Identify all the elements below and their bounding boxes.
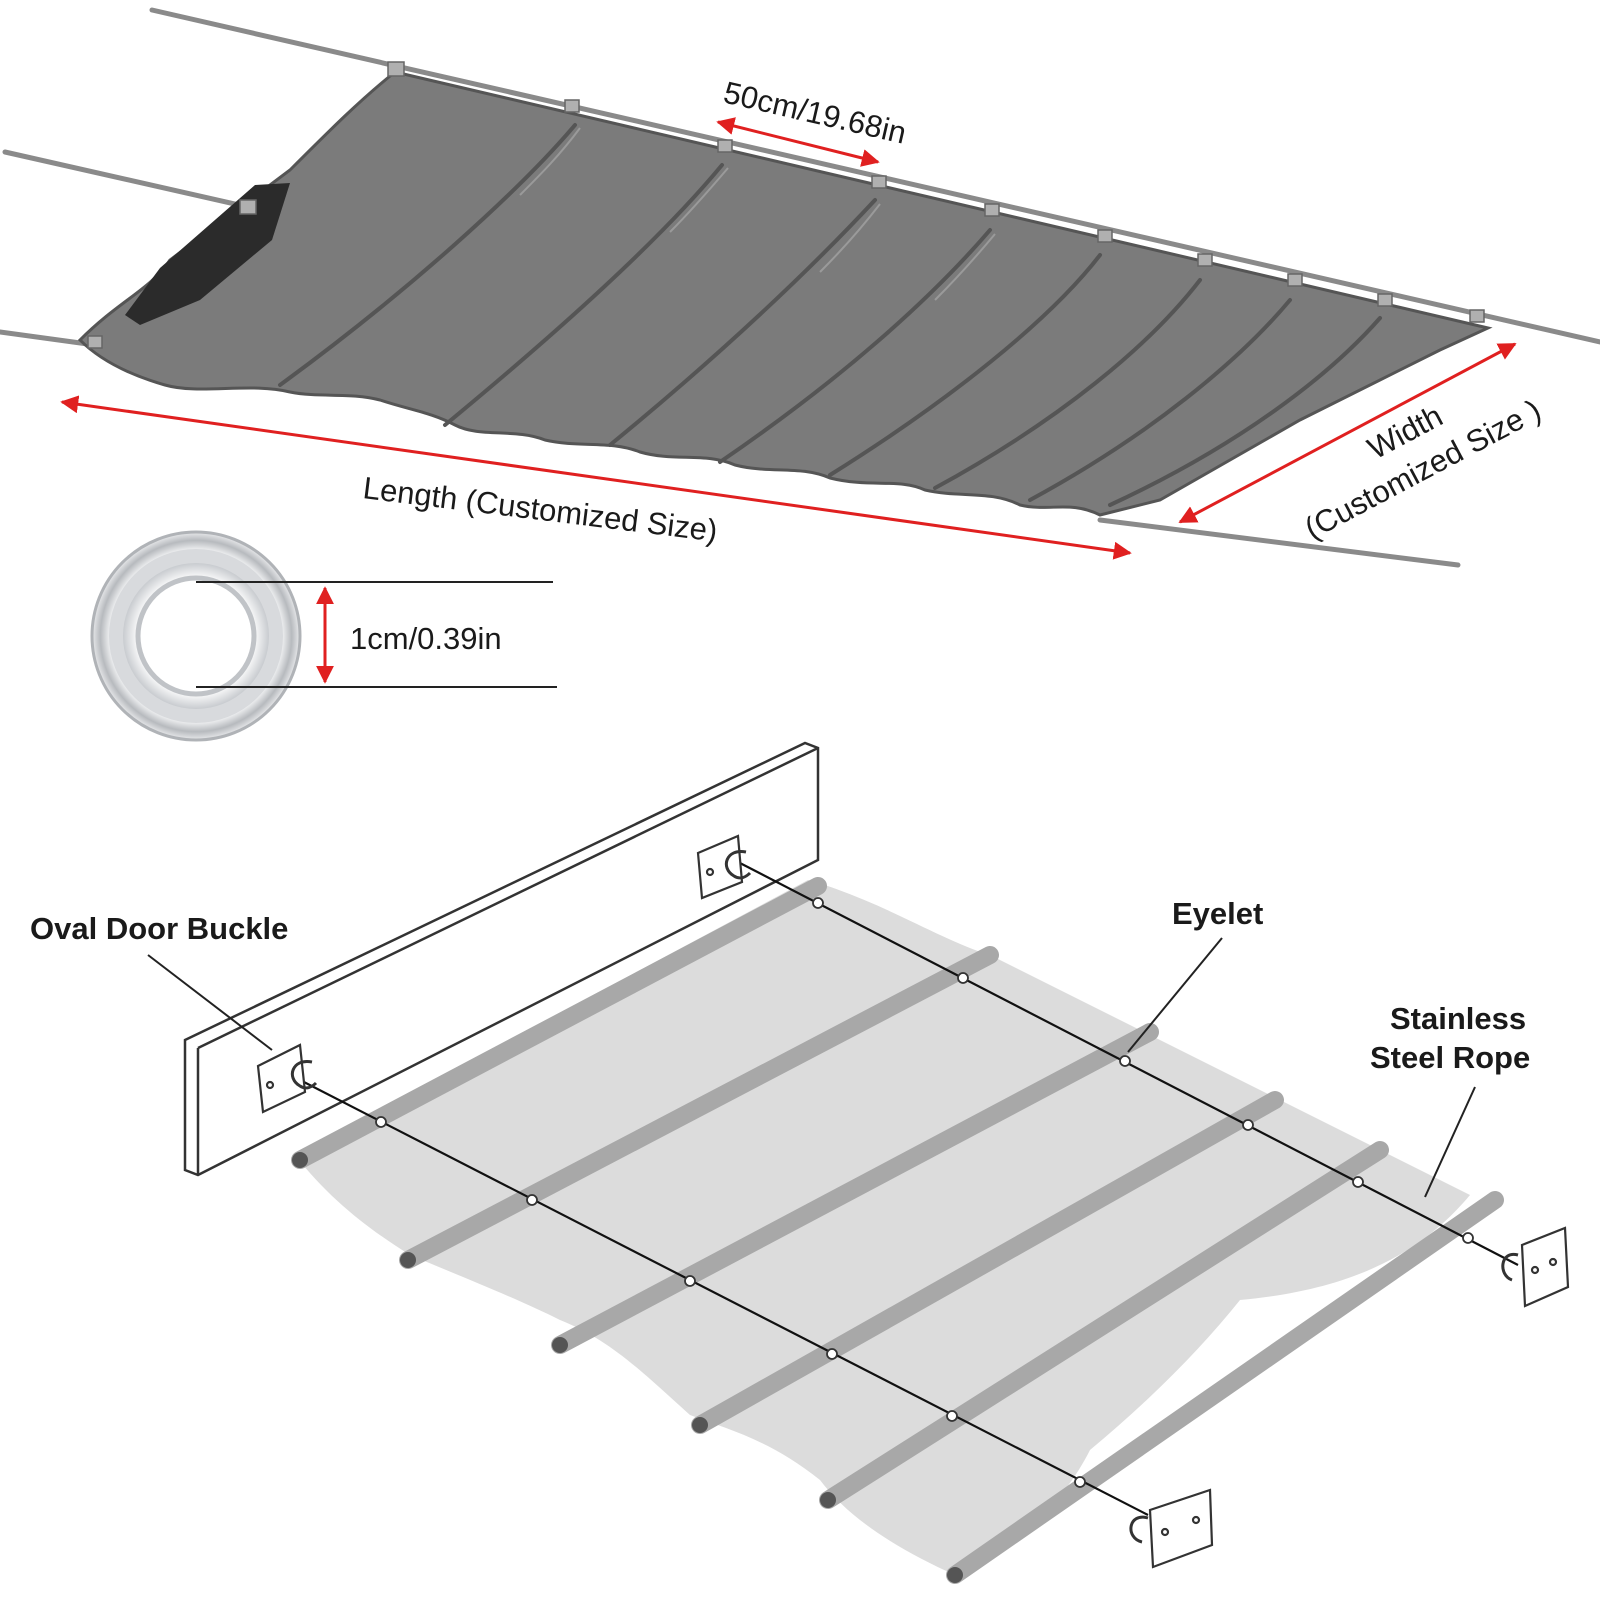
buckle-leader bbox=[147, 954, 273, 1051]
spacing-label: 50cm/19.68in bbox=[720, 75, 909, 151]
left-wire bbox=[0, 329, 98, 348]
clip bbox=[1469, 309, 1485, 323]
clip bbox=[717, 139, 733, 153]
buckle-bracket-icon bbox=[256, 834, 1570, 1569]
rope-eyelets bbox=[375, 897, 1474, 1488]
clip bbox=[239, 199, 257, 215]
spacing-arrow-icon bbox=[716, 117, 880, 167]
canopy-fold-highlights bbox=[519, 127, 996, 301]
wall-board bbox=[183, 741, 820, 1177]
clip bbox=[1097, 229, 1113, 243]
length-arrow-icon bbox=[60, 395, 1132, 560]
rope-callout-line1: Stainless bbox=[1390, 1001, 1526, 1036]
rod-ends bbox=[292, 1152, 963, 1583]
rope-callout-line2: Steel Rope bbox=[1370, 1040, 1530, 1075]
shade-fabric bbox=[295, 880, 1470, 1575]
dimension-arrows bbox=[60, 117, 1517, 684]
clip bbox=[564, 99, 580, 113]
eyelet-size-label: 1cm/0.39in bbox=[350, 621, 502, 656]
eyelet-detail bbox=[90, 530, 557, 742]
clip bbox=[1197, 253, 1213, 267]
clip bbox=[1377, 293, 1393, 307]
eyelet-callout: Eyelet bbox=[1172, 896, 1263, 931]
mid-wire bbox=[2, 149, 273, 215]
installation-illustration bbox=[147, 741, 1570, 1584]
width-arrow-icon bbox=[1178, 342, 1517, 524]
shade-rods bbox=[291, 877, 1504, 1584]
clip bbox=[871, 175, 887, 189]
eyelet-leader bbox=[1127, 937, 1223, 1053]
rope-leader bbox=[1424, 1086, 1476, 1198]
clip bbox=[1287, 273, 1303, 287]
clip bbox=[87, 335, 103, 349]
buckle-callout: Oval Door Buckle bbox=[30, 911, 288, 946]
canopy-side-flap bbox=[125, 183, 290, 325]
length-label: Length (Customized Size) bbox=[361, 470, 719, 548]
bottom-wire bbox=[1097, 517, 1461, 568]
clip bbox=[984, 203, 1000, 217]
clip bbox=[387, 61, 405, 77]
callout-leaders bbox=[147, 937, 1476, 1198]
